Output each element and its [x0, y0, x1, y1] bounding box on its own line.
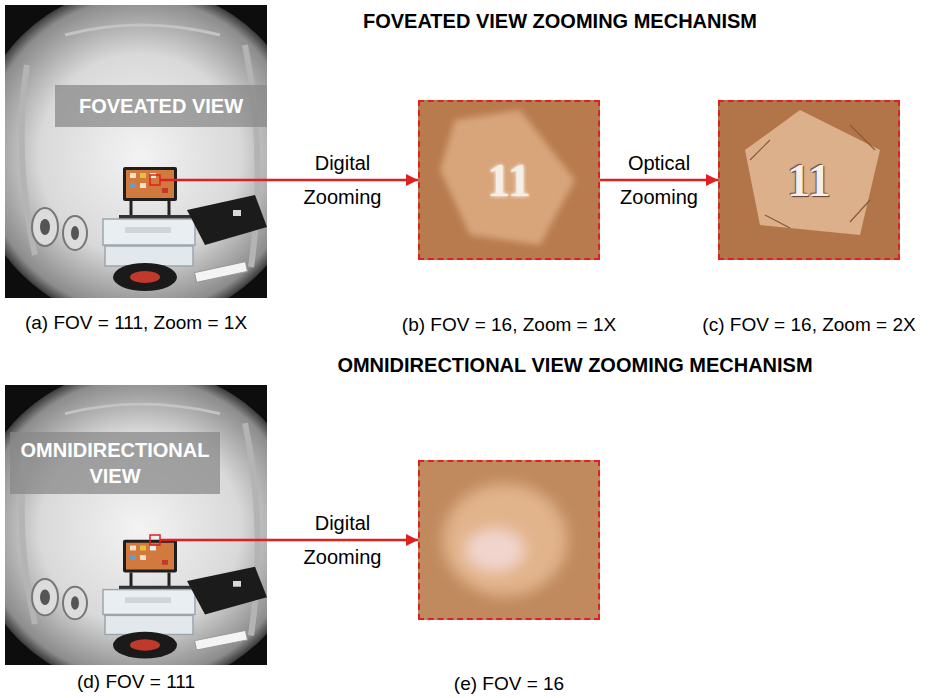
zoom-arrow: [267, 179, 418, 182]
figure-title: FOVEATED VIEW ZOOMING MECHANISM: [363, 9, 757, 33]
view-label: FOVEATED VIEW: [55, 85, 267, 127]
zoomed-crop: 11(c) FOV = 16, Zoom = 2X: [718, 100, 900, 260]
zoom-arrow: [600, 179, 718, 182]
fisheye-image: FOVEATED VIEW(a) FOV = 111, Zoom = 1X: [5, 5, 267, 298]
arrow-label: Optical Zooming: [609, 146, 709, 214]
pictured-number: 11: [720, 102, 898, 258]
section-heading: OMNIDIRECTIONAL VIEW ZOOMING MECHANISM: [337, 353, 812, 377]
figure-caption: (e) FOV = 16: [454, 673, 564, 695]
zoomed-crop: (e) FOV = 16: [418, 460, 600, 620]
figure-caption: (b) FOV = 16, Zoom = 1X: [402, 314, 616, 336]
zoom-arrow: [267, 539, 418, 542]
fisheye-image: OMNIDIRECTIONAL VIEW(d) FOV = 111: [5, 385, 267, 665]
arrow-label: Digital Zooming: [293, 506, 393, 574]
view-label: OMNIDIRECTIONAL VIEW: [10, 432, 220, 494]
pictured-number: 11: [420, 102, 598, 258]
arrow-label: Digital Zooming: [293, 146, 393, 214]
figure-caption: (c) FOV = 16, Zoom = 2X: [702, 314, 915, 336]
figure-caption: (a) FOV = 111, Zoom = 1X: [25, 312, 247, 334]
figure-caption: (d) FOV = 111: [77, 671, 195, 693]
zoomed-crop: 11(b) FOV = 16, Zoom = 1X: [418, 100, 600, 260]
